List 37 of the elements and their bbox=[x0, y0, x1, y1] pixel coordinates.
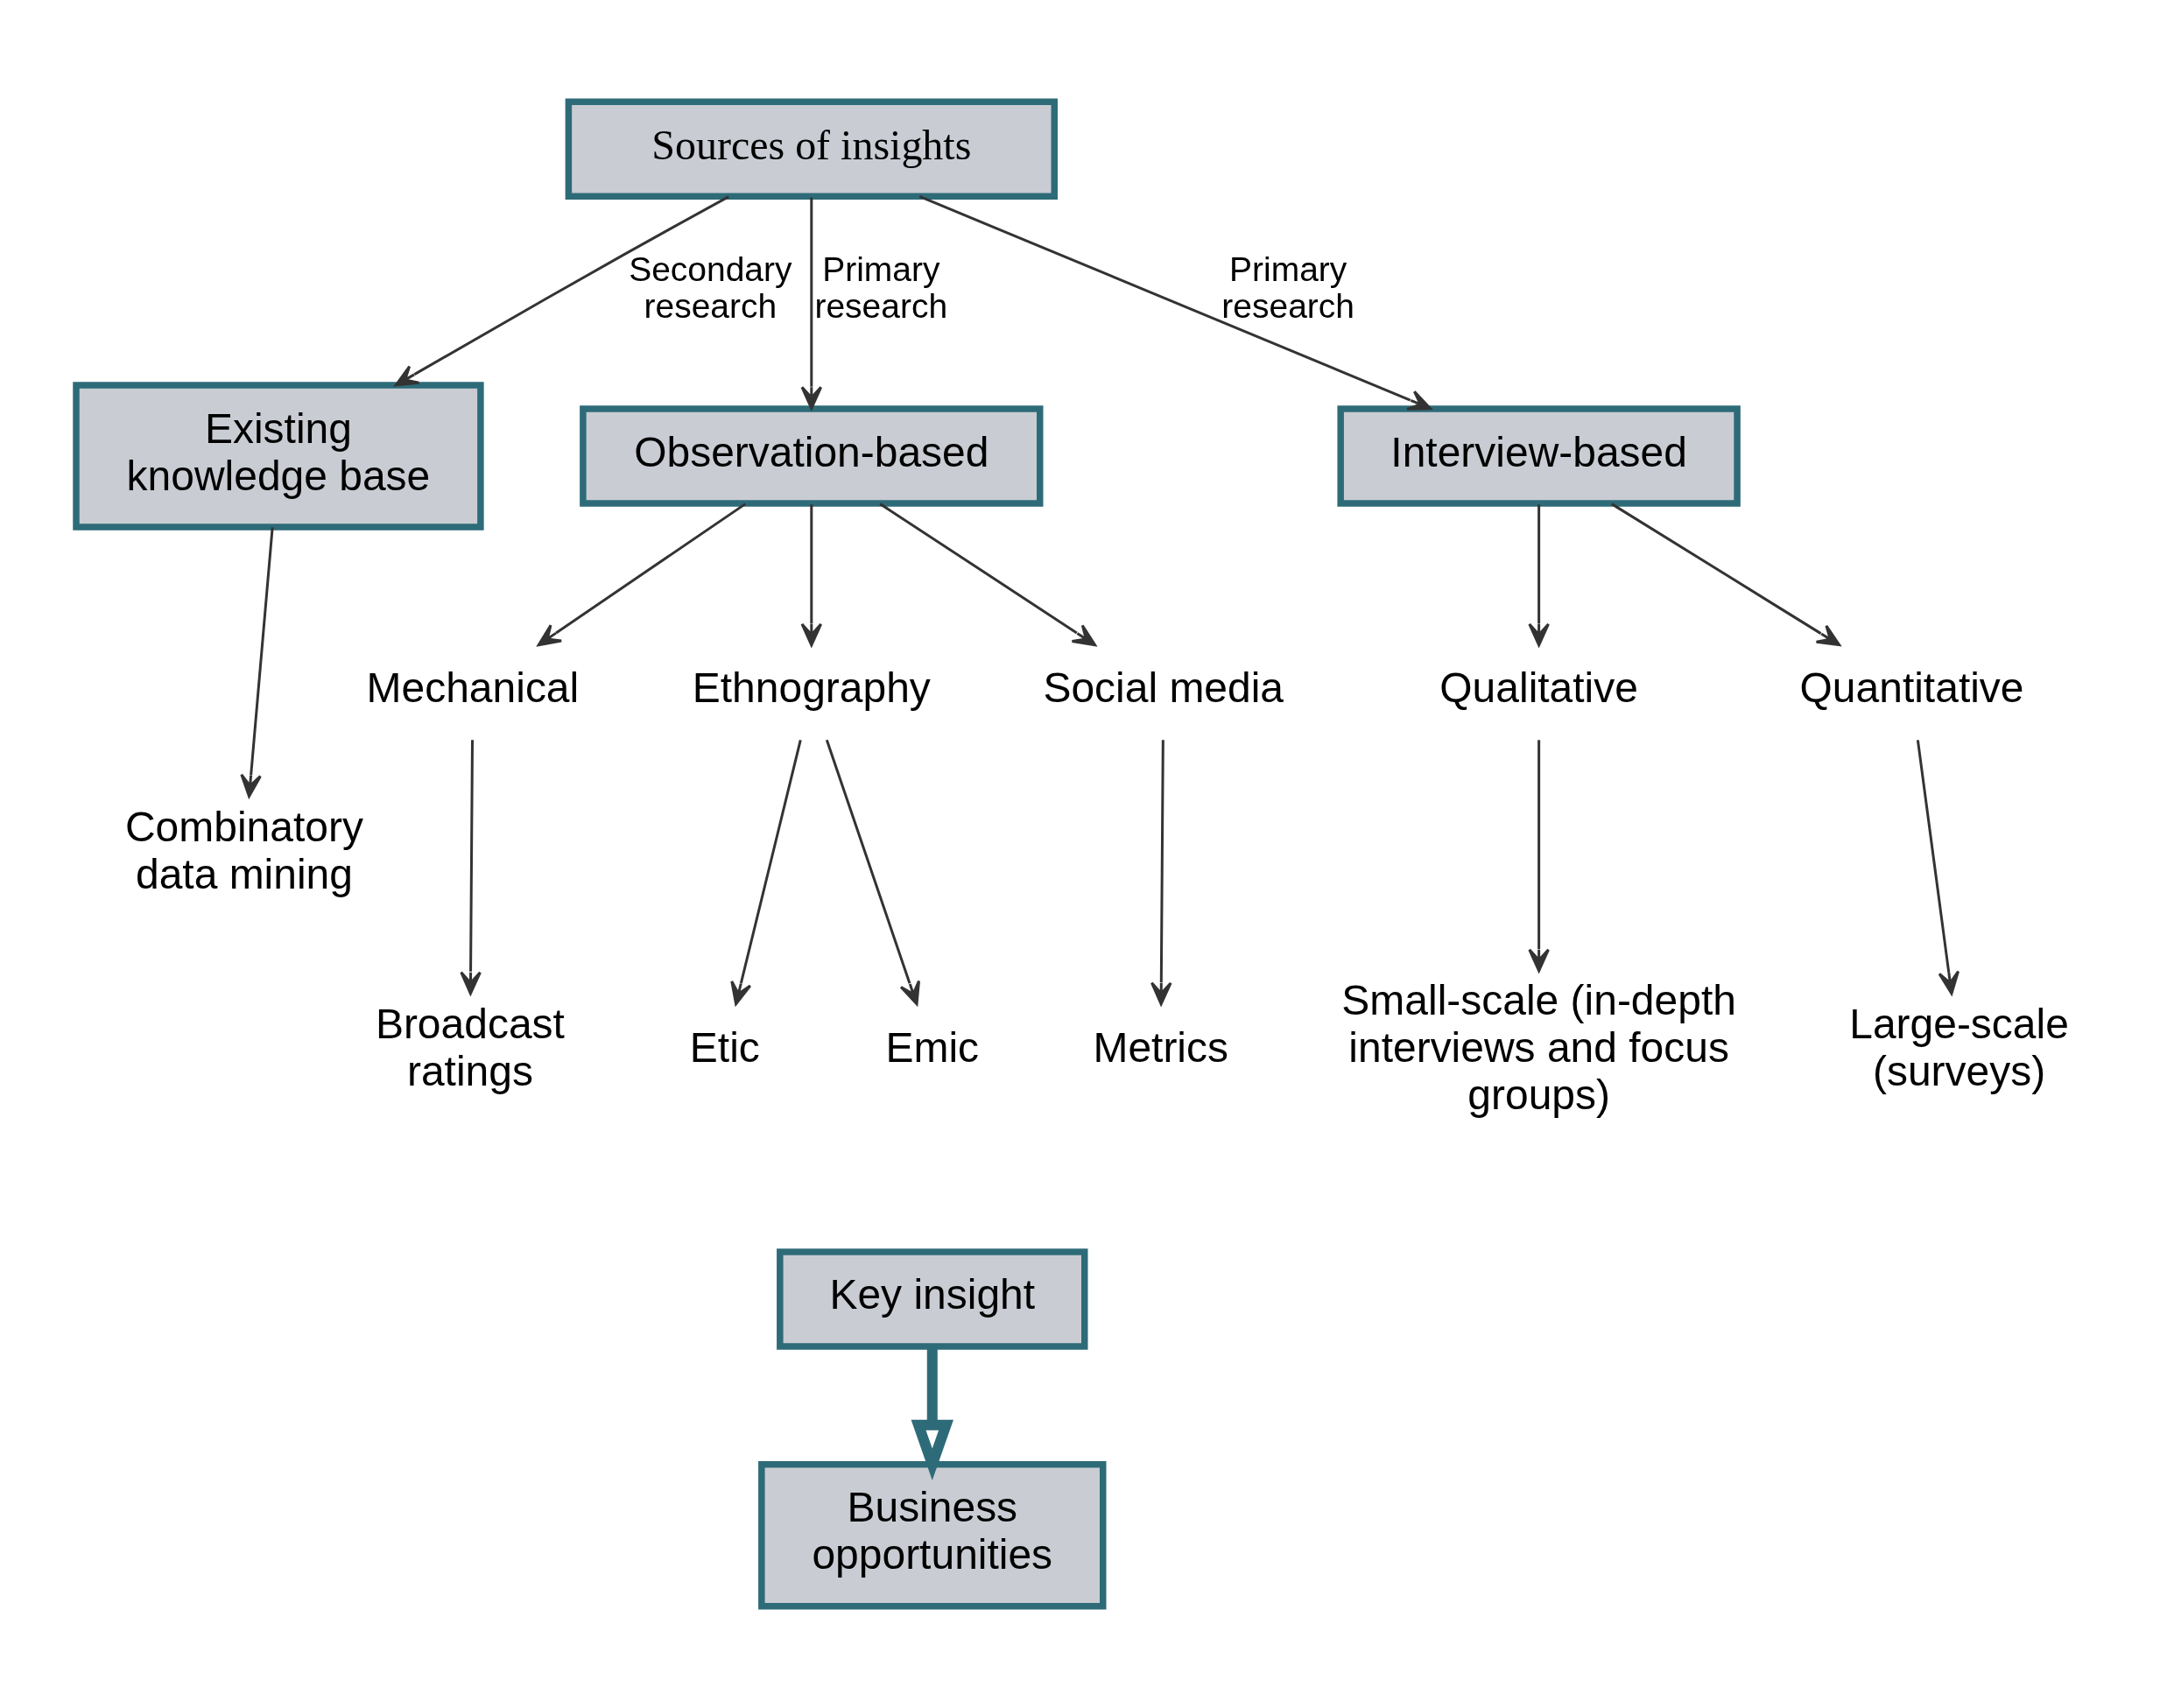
node-box: Existing knowledge base bbox=[72, 382, 484, 531]
arrow bbox=[1527, 740, 1550, 973]
edge-label: Primary research bbox=[1221, 250, 1354, 326]
arrow bbox=[800, 197, 822, 410]
arrow bbox=[918, 195, 1432, 411]
node-box: Key insight bbox=[776, 1248, 1087, 1350]
node-text: Social media bbox=[1042, 664, 1284, 712]
arrow bbox=[911, 1347, 953, 1480]
arrow bbox=[1150, 740, 1172, 1006]
arrow bbox=[239, 527, 274, 798]
node-text: Emic bbox=[884, 1024, 979, 1072]
node-text: Small-scale (in-depth interviews and focus groups) bbox=[1340, 977, 1736, 1119]
node-box: Observation-based bbox=[579, 405, 1043, 507]
edge-label: Secondary research bbox=[628, 250, 792, 326]
arrow bbox=[1916, 740, 1959, 995]
node-text: Qualitative bbox=[1439, 664, 1638, 712]
node-text: Combinatory data mining bbox=[124, 804, 363, 898]
arrow bbox=[729, 739, 802, 1006]
node-text: Ethnography bbox=[692, 664, 931, 712]
edge-label: Primary research bbox=[813, 250, 947, 326]
node-text: Quantitative bbox=[1799, 664, 2024, 712]
node-text: Metrics bbox=[1092, 1024, 1228, 1072]
arrow bbox=[537, 503, 746, 647]
node-text: Broadcast ratings bbox=[375, 1001, 565, 1095]
node-text: Large-scale (surveys) bbox=[1848, 1001, 2069, 1095]
arrow bbox=[878, 503, 1096, 647]
arrow bbox=[459, 740, 482, 995]
arrow bbox=[825, 739, 920, 1006]
node-box: Business opportunities bbox=[757, 1461, 1106, 1610]
arrow bbox=[394, 195, 729, 387]
arrow bbox=[1527, 504, 1550, 647]
arrow bbox=[800, 504, 822, 647]
node-text: Mechanical bbox=[366, 664, 579, 712]
node-text: Etic bbox=[689, 1024, 760, 1072]
arrow bbox=[1610, 503, 1840, 647]
node-box: Sources of insights bbox=[565, 98, 1058, 200]
node-box: Interview-based bbox=[1336, 405, 1741, 507]
